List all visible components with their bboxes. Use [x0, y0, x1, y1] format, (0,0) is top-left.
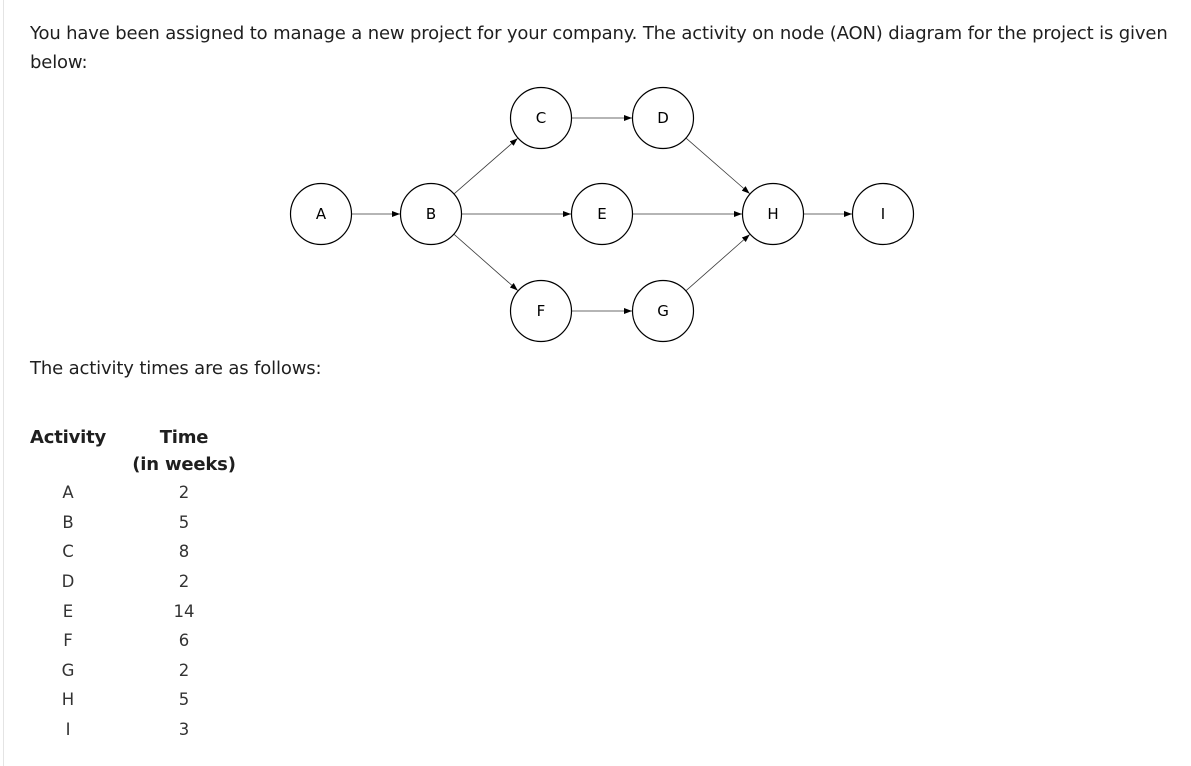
cell-time: 2 [178, 660, 190, 680]
cell-time: 2 [178, 483, 190, 503]
cell-activity: H [61, 690, 75, 710]
cell-time: 5 [178, 690, 190, 710]
left-border [3, 0, 4, 766]
node-label: F [537, 302, 546, 320]
node-e: E [570, 182, 634, 246]
node-label: C [536, 109, 546, 127]
node-label: A [316, 205, 327, 223]
node-f: F [509, 279, 573, 343]
cell-activity: D [61, 572, 75, 592]
node-label: I [881, 205, 885, 223]
cell-time: 14 [173, 601, 195, 621]
table-header-row: Activity Time (in weeks) [30, 424, 247, 478]
node-circle [509, 86, 573, 150]
node-circle [631, 86, 695, 150]
edge-b-f [453, 233, 519, 291]
node-circle [631, 279, 695, 343]
node-label: H [767, 205, 778, 223]
edge-g-h [685, 234, 751, 292]
activity-times-intro: The activity times are as follows: [30, 358, 322, 379]
node-circle [851, 182, 915, 246]
cell-activity: C [62, 542, 74, 562]
edge-b-c [453, 138, 518, 195]
node-label: E [597, 205, 606, 223]
edge-d-h [685, 137, 750, 194]
cell-activity: B [62, 512, 74, 532]
node-label: G [657, 302, 669, 320]
cell-activity: A [62, 483, 74, 503]
cell-time: 2 [178, 572, 190, 592]
node-b: B [399, 182, 463, 246]
cell-time: 5 [178, 512, 190, 532]
node-label: D [657, 109, 669, 127]
node-h: H [741, 182, 805, 246]
intro-paragraph: You have been assigned to manage a new p… [30, 23, 1168, 73]
node-circle [741, 182, 805, 246]
header-time-unit: (in weeks) [132, 454, 236, 475]
node-circle [289, 182, 353, 246]
node-a: A [289, 182, 353, 246]
header-time-label: Time [159, 427, 209, 448]
table-row: E 14 [30, 596, 247, 626]
node-circle [570, 182, 634, 246]
node-i: I [851, 182, 915, 246]
node-c: C [509, 86, 573, 150]
header-time: Time (in weeks) [107, 424, 247, 478]
cell-time: 6 [178, 631, 190, 651]
aon-diagram: A B C D E F G H I [289, 86, 915, 343]
node-d: D [631, 86, 695, 150]
cell-activity: E [62, 601, 74, 621]
node-g: G [631, 279, 695, 343]
cell-activity: G [61, 660, 75, 680]
header-activity: Activity [30, 427, 107, 448]
cell-time: 8 [178, 542, 190, 562]
cell-activity: F [63, 631, 73, 651]
cell-activity: I [65, 720, 71, 740]
node-label: B [426, 205, 436, 223]
cell-time: 3 [178, 720, 190, 740]
node-circle [399, 182, 463, 246]
node-circle [509, 279, 573, 343]
